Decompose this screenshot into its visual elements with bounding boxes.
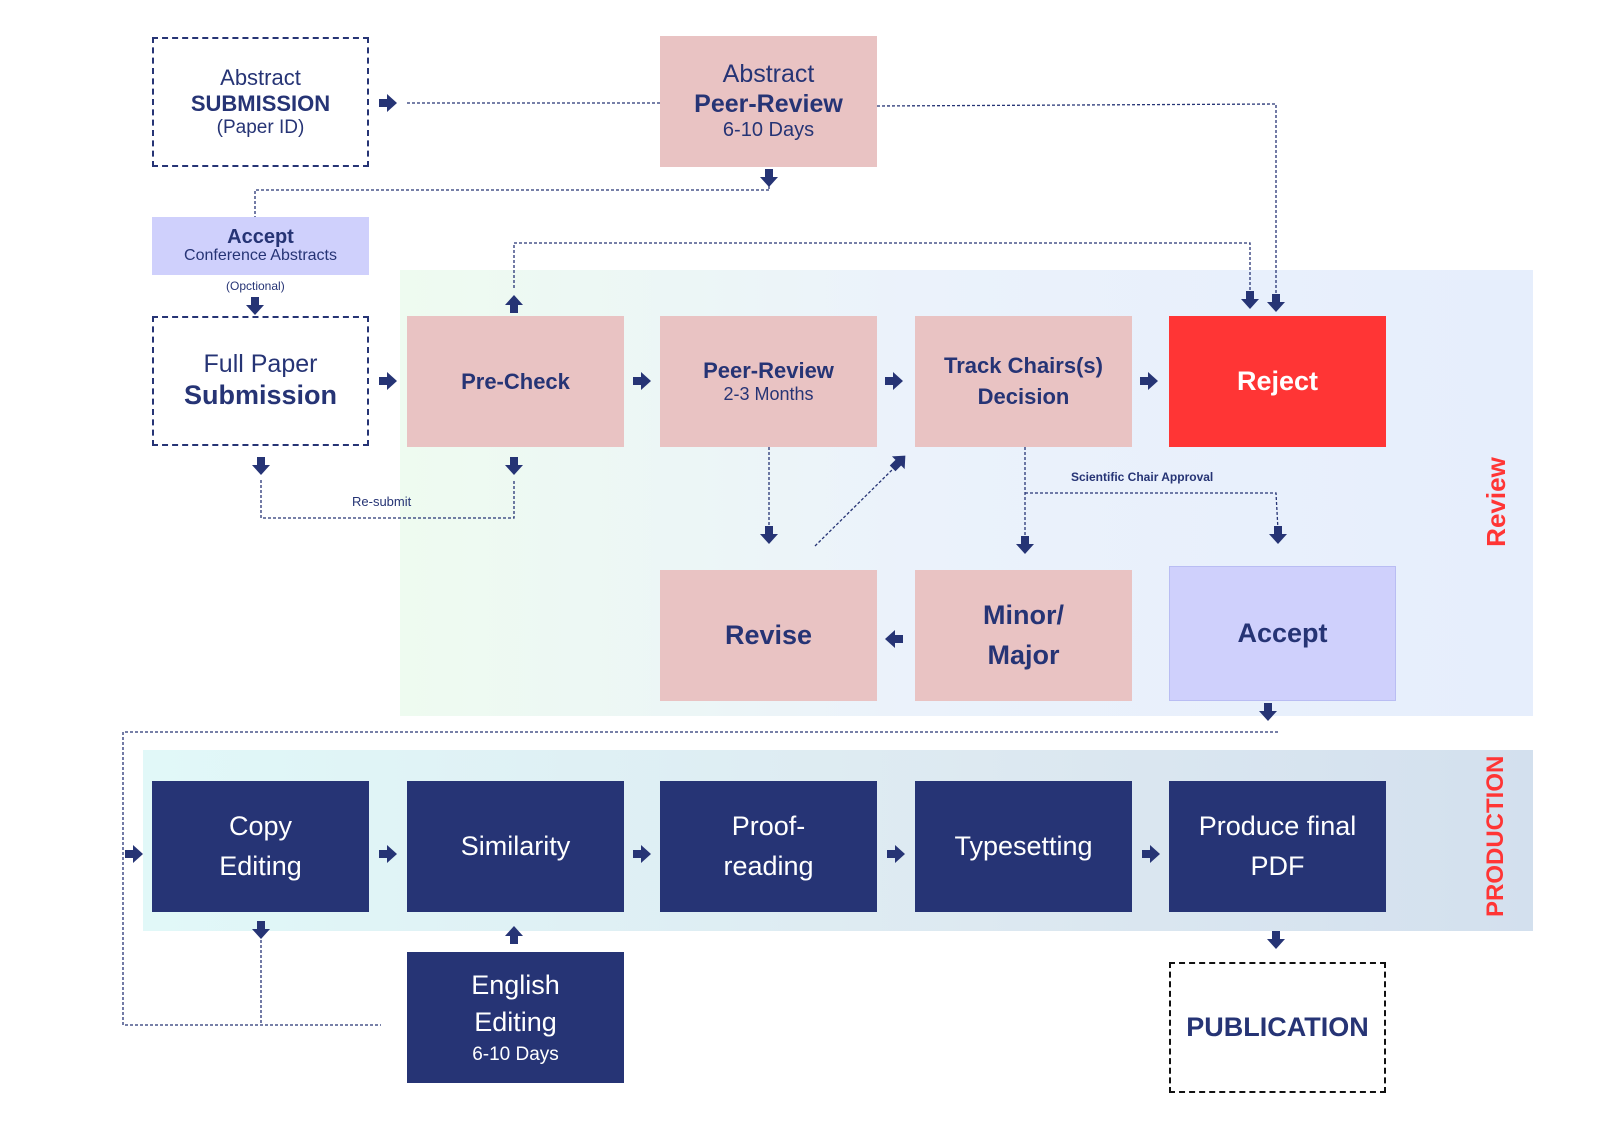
english-editing-line3: 6-10 Days xyxy=(472,1043,559,1065)
publication-label: PUBLICATION xyxy=(1186,1011,1369,1042)
accept-abstracts-line1: Accept xyxy=(227,226,294,249)
minor-major-line1: Minor/ xyxy=(983,600,1064,631)
accept-label: Accept xyxy=(1237,617,1328,648)
produce-pdf-box: Produce final PDF xyxy=(1169,781,1386,912)
accept-abstracts-box: Accept Conference Abstracts xyxy=(152,217,369,275)
revise-box: Revise xyxy=(660,570,877,701)
track-chairs-line2: Decision xyxy=(977,383,1070,409)
track-chairs-line1: Track Chairs(s) xyxy=(944,352,1103,378)
pre-check-box: Pre-Check xyxy=(407,316,624,447)
full-paper-submission-box: Full Paper Submission xyxy=(152,316,369,446)
produce-pdf-line2: PDF xyxy=(1250,850,1305,881)
reject-box: Reject xyxy=(1169,316,1386,447)
minor-major-line2: Major xyxy=(987,639,1060,670)
proofreading-line1: Proof- xyxy=(731,811,806,842)
proofreading-box: Proof- reading xyxy=(660,781,877,912)
abstract-peer-review-line3: 6-10 Days xyxy=(722,119,815,142)
abstract-peer-review-line2: Peer-Review xyxy=(694,89,843,118)
abstract-submission-line1: Abstract xyxy=(220,64,301,90)
pre-check-label: Pre-Check xyxy=(461,368,570,394)
abstract-peer-review-line1: Abstract xyxy=(722,60,815,89)
dashed-connectors xyxy=(122,102,1279,1026)
english-editing-line2: Editing xyxy=(474,1007,557,1038)
abstract-peer-review-box: Abstract Peer-Review 6-10 Days xyxy=(660,36,877,167)
peer-review-line2: 2-3 Months xyxy=(723,383,814,404)
english-editing-box: English Editing 6-10 Days xyxy=(407,952,624,1083)
full-paper-line2: Submission xyxy=(183,379,338,410)
arrow-icons xyxy=(125,94,1287,949)
abstract-submission-line2: SUBMISSION xyxy=(190,90,331,116)
typesetting-box: Typesetting xyxy=(915,781,1132,912)
english-editing-line1: English xyxy=(471,970,560,1001)
accept-box: Accept xyxy=(1169,566,1396,701)
abstract-submission-box: Abstract SUBMISSION (Paper ID) xyxy=(152,37,369,167)
similarity-label: Similarity xyxy=(460,830,571,861)
scientific-chair-approval-label: Scientific Chair Approval xyxy=(1071,470,1214,484)
copy-editing-box: Copy Editing xyxy=(152,781,369,912)
copy-editing-line1: Copy xyxy=(228,811,293,842)
revise-label: Revise xyxy=(724,619,813,650)
peer-review-line1: Peer-Review xyxy=(703,357,834,383)
peer-review-box: Peer-Review 2-3 Months xyxy=(660,316,877,447)
typesetting-label: Typesetting xyxy=(954,830,1093,861)
accept-abstracts-line2: Conference Abstracts xyxy=(184,247,337,265)
abstract-submission-line3: (Paper ID) xyxy=(216,116,305,138)
publication-box: PUBLICATION xyxy=(1169,962,1386,1093)
minor-major-box: Minor/ Major xyxy=(915,570,1132,701)
produce-pdf-line1: Produce final xyxy=(1198,811,1357,842)
resubmit-label: Re-submit xyxy=(352,494,412,509)
review-band-label: Review xyxy=(1481,457,1511,547)
proofreading-line2: reading xyxy=(723,850,814,881)
similarity-box: Similarity xyxy=(407,781,624,912)
optional-note: (Opctional) xyxy=(226,279,285,293)
copy-editing-line2: Editing xyxy=(219,850,302,881)
full-paper-line1: Full Paper xyxy=(203,350,318,379)
track-chairs-box: Track Chairs(s) Decision xyxy=(915,316,1132,447)
reject-label: Reject xyxy=(1236,365,1319,396)
production-band-label: PRODUCTION xyxy=(1482,755,1509,917)
